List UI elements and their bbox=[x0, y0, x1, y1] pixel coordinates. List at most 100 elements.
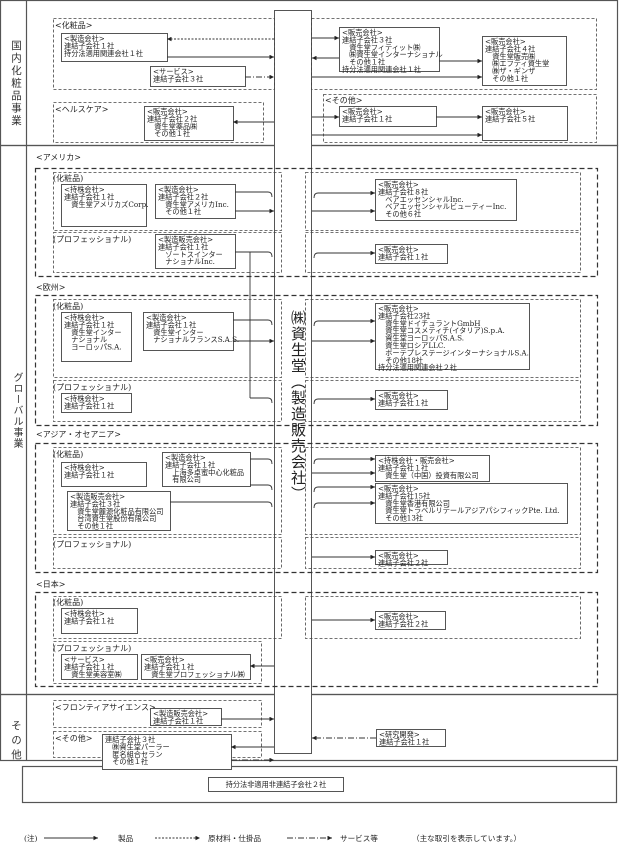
europe-cosmetics-group bbox=[53, 299, 282, 378]
americas-manufacturing-box[interactable]: <製造会社>連結子会社２社 資生堂アメリカInc. その他１社 bbox=[155, 184, 236, 219]
domestic-others-sales-box-2[interactable]: <販売会社>連結子会社５社 bbox=[482, 106, 568, 141]
domestic-others-label: <その他> bbox=[325, 95, 362, 105]
europe-sales-box[interactable]: <販売会社>連結子会社23社 資生堂ドイチュラントGmbH 資生堂コスメティチ(… bbox=[375, 303, 530, 373]
company-box-line: 上海多卓蜜中心化粧品 bbox=[165, 468, 244, 477]
domestic-sales-box-2[interactable]: <販売会社>連結子会社４社 資生堂販売㈱ ㈱エフティ資生堂 ㈱ザ・ギンザ その他… bbox=[482, 36, 567, 86]
company-box-line: <製造会社> bbox=[165, 453, 206, 462]
americas-group bbox=[34, 167, 599, 278]
research-box[interactable]: <研究開発>連結子会社１社 bbox=[376, 729, 446, 747]
line-asia-mfg-sales-bridge bbox=[170, 501, 273, 508]
company-box-line: 資生堂トラベルリテールアジアパシフィックPte. Ltd. bbox=[378, 506, 559, 515]
asia-holding-box[interactable]: <持株会社>連結子会社１社 bbox=[61, 462, 147, 487]
company-box-line: <製造会社> bbox=[64, 34, 105, 43]
company-box-frame bbox=[375, 303, 530, 370]
europe-professional-label: (プロフェッショナル) bbox=[53, 383, 131, 392]
japan-group bbox=[34, 591, 599, 688]
americas-holding-box[interactable]: <持株会社>連結子会社１社 資生堂アメリカズCorp. bbox=[61, 184, 149, 227]
company-box-line: 連結子会社３社 bbox=[342, 35, 392, 44]
domestic-others-sales-box-1[interactable]: <販売会社>連結子会社１社 bbox=[339, 106, 437, 127]
company-box-line: <製造会社> bbox=[158, 185, 199, 194]
company-box-line: 連結子会社15社 bbox=[378, 491, 430, 500]
company-box-line: 連結子会社１社 bbox=[146, 320, 196, 329]
company-box-line: 連結子会社３社 bbox=[70, 499, 120, 508]
americas-professional-group-right bbox=[305, 232, 581, 273]
company-box-line: <製造販売会社> bbox=[70, 492, 125, 501]
company-box-line: ナショナルフランスS.A.S. bbox=[146, 335, 239, 344]
company-box-frame bbox=[61, 312, 132, 362]
company-box-line: <販売会社> bbox=[378, 245, 419, 254]
asia-holding-sales-box[interactable]: <持株会社・販売会社>連結子会社１社 資生堂（中国）投資有限公司 bbox=[375, 455, 490, 482]
company-box-frame bbox=[339, 106, 437, 127]
healthcare-sales-box[interactable]: <販売会社>連結子会社２社 資生堂薬品㈱ その他１社 bbox=[144, 106, 234, 141]
company-box-line: <販売会社> bbox=[342, 28, 383, 37]
americas-pro-mfg-sales-box[interactable]: <製造販売会社>連結子会社１社 ゾートスインター ナショナルInc. bbox=[155, 234, 236, 269]
company-box-line: その他６社 bbox=[378, 210, 421, 219]
company-box-line: 連結子会社１社 bbox=[64, 470, 114, 479]
non-consolidated-box[interactable] bbox=[208, 777, 344, 792]
company-box-frame bbox=[61, 654, 138, 680]
other-others-box[interactable]: 連結子会社３社 ㈱資生堂パーラー 匿名組合セラン その他１社 bbox=[102, 734, 232, 770]
americas-sales-box[interactable]: <販売会社>連結子会社８社 ベアエッセンシャルInc. ベアエッセンシャルビュー… bbox=[375, 179, 517, 221]
domestic-cosmetics-group bbox=[53, 18, 275, 90]
other-others-label: <その他> bbox=[55, 733, 92, 743]
company-box-line: <販売会社> bbox=[378, 391, 419, 400]
americas-cosmetics-group bbox=[53, 172, 282, 231]
company-box-line: 連結子会社１社 bbox=[378, 252, 428, 261]
company-box-line: 資生堂ロシアLLC. bbox=[378, 341, 445, 350]
asia-pro-sales-box[interactable]: <販売会社>連結子会社２社 bbox=[375, 550, 448, 568]
company-box-line: ナショナルInc. bbox=[158, 257, 215, 266]
legend: (注) 製品 原材料・仕掛品 サービス等 （主な取引を表示しています。） bbox=[24, 833, 521, 843]
company-box-frame bbox=[61, 462, 147, 487]
japan-holding-box[interactable]: <持株会社>連結子会社１社 bbox=[61, 608, 138, 634]
company-box-line: 資生堂コスメティチ(イタリア)S.p.A. bbox=[378, 326, 505, 335]
asia-professional-group bbox=[53, 537, 282, 569]
arrow-center-to-asia-sales-2 bbox=[313, 500, 375, 509]
company-box-line: 連結子会社２社 bbox=[147, 114, 197, 123]
europe-cosmetics-group-right bbox=[305, 299, 581, 378]
asia-manufacturing-box[interactable]: <製造会社>連結子会社１社 上海多卓蜜中心化粧品 有限公司 bbox=[162, 452, 251, 487]
japan-pro-sales-box[interactable]: <販売会社>連結子会社１社 資生堂プロフェッショナル㈱ bbox=[141, 654, 251, 680]
company-box-line: その他１社 bbox=[342, 58, 385, 67]
company-box-line: 有限公司 bbox=[165, 475, 201, 484]
company-box-line: <販売会社> bbox=[147, 107, 188, 116]
legend-product: 製品 bbox=[118, 833, 134, 843]
americas-pro-sales-box[interactable]: <販売会社>連結子会社１社 bbox=[375, 244, 448, 264]
legend-note: (注) bbox=[24, 833, 38, 843]
company-box-line: 持分法適用関連会社２社 bbox=[378, 363, 457, 372]
domestic-service-box[interactable]: <サービス>連結子会社３社 bbox=[150, 66, 246, 87]
europe-pro-holding-box[interactable]: <持株会社>連結子会社１社 bbox=[61, 393, 132, 413]
asia-sales-box[interactable]: <販売会社>連結子会社15社 資生堂香港有限公司 資生堂トラベルリテールアジアパ… bbox=[375, 483, 568, 524]
company-box-line: 資生堂美容室㈱ bbox=[64, 670, 122, 679]
company-box-frame bbox=[162, 452, 251, 487]
company-box-line: <研究開発> bbox=[379, 730, 420, 739]
company-box-frame bbox=[375, 179, 517, 221]
company-box-line: 連結子会社１社 bbox=[158, 242, 208, 251]
europe-holding-box[interactable]: <持株会社>連結子会社１社 資生堂インター ナショナル ヨーロッパS.A. bbox=[61, 312, 132, 362]
company-box-line: ゾートスインター bbox=[158, 250, 223, 259]
europe-pro-sales-box[interactable]: <販売会社>連結子会社１社 bbox=[375, 390, 448, 410]
company-box-frame bbox=[482, 106, 568, 141]
company-box-frame bbox=[482, 36, 567, 86]
domestic-sales-box-1[interactable]: <販売会社>連結子会社３社 資生堂フィティット㈱ ㈱資生堂インターナショナル そ… bbox=[339, 27, 443, 75]
company-box-line: 連結子会社１社 bbox=[64, 662, 114, 671]
company-box-frame bbox=[339, 27, 440, 72]
frontier-mfg-sales-box[interactable]: <製造販売会社>連結子会社１社 bbox=[150, 708, 222, 726]
company-box-line: <持株会社> bbox=[64, 185, 105, 194]
company-box-frame bbox=[143, 312, 234, 351]
company-box-line: その他１社 bbox=[485, 74, 528, 83]
japan-cosmetics-group-right bbox=[305, 596, 581, 639]
company-box-frame bbox=[155, 234, 236, 269]
asia-mfg-sales-box[interactable]: <製造販売会社>連結子会社３社 資生堂麗源化粧品有限公司 台湾資生堂股份有限公司… bbox=[67, 491, 171, 531]
frontier-science-label: <フロンティアサイエンス> bbox=[55, 703, 156, 712]
company-box-line: 連結子会社１社 bbox=[342, 114, 392, 123]
company-box-line: 資生堂インター bbox=[146, 328, 204, 337]
domestic-cosmetics-label: <化粧品> bbox=[55, 20, 92, 30]
line-asia-mfg-bridge-2 bbox=[250, 484, 273, 491]
company-box-line: 連結子会社２社 bbox=[378, 558, 428, 567]
company-box-line: 資生堂販売㈱ bbox=[485, 52, 535, 61]
europe-manufacturing-box[interactable]: <製造会社>連結子会社１社 資生堂インター ナショナルフランスS.A.S. bbox=[143, 312, 240, 351]
japan-sales-box[interactable]: <販売会社>連結子会社２社 bbox=[375, 611, 446, 630]
asia-label: <アジア・オセアニア> bbox=[36, 430, 121, 439]
japan-service-box[interactable]: <サービス>連結子会社１社 資生堂美容室㈱ bbox=[61, 654, 138, 680]
